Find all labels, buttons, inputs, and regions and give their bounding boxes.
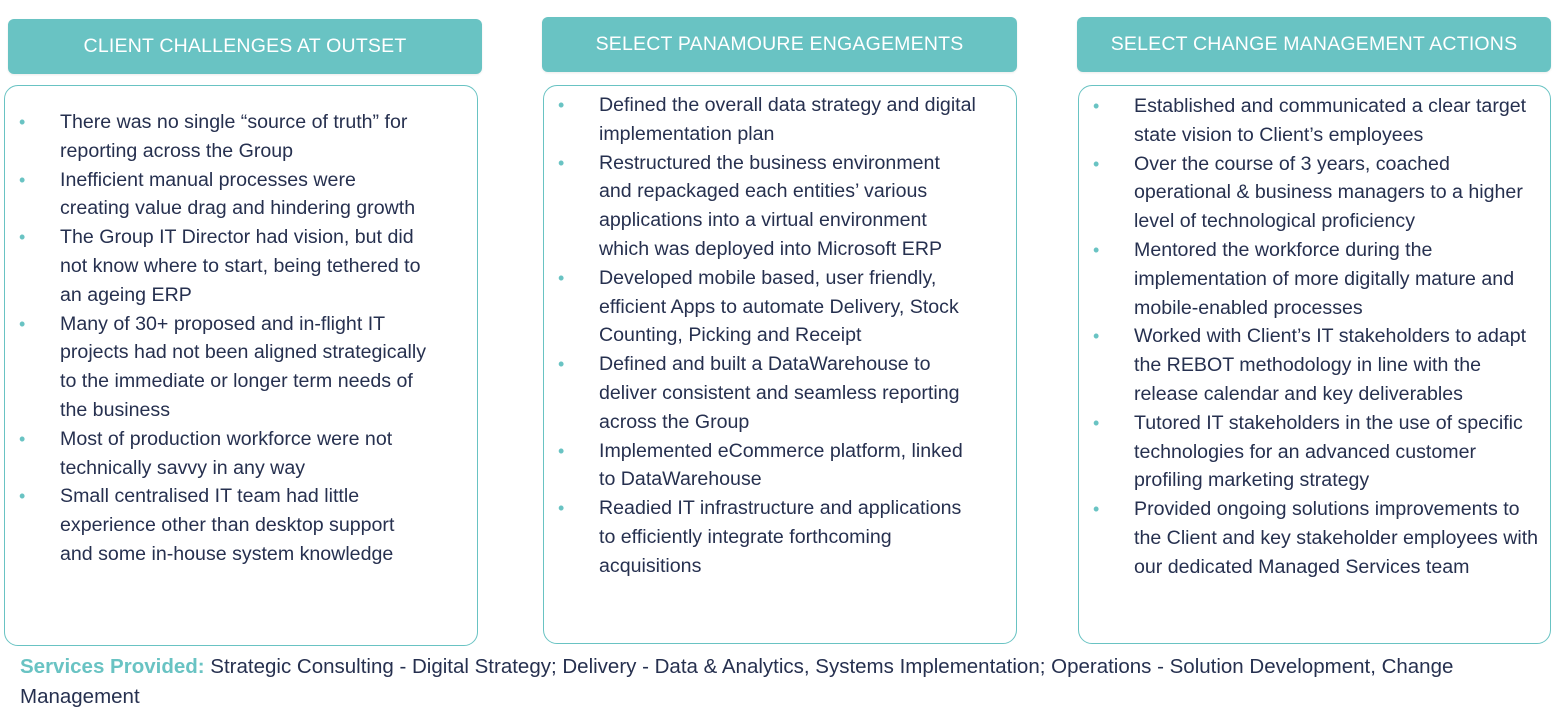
list-item: •Restructured the business environment a… [544,149,1016,264]
list-item: •Mentored the workforce during the imple… [1079,236,1550,322]
bullet-icon: • [19,428,26,449]
bullet-icon: • [1093,153,1100,174]
list-item: •Small centralised IT team had little ex… [5,482,477,568]
bullet-icon: • [19,227,26,248]
services-provided-text: Strategic Consulting - Digital Strategy;… [20,655,1454,708]
services-provided-label: Services Provided: [20,655,205,678]
bullet-icon: • [558,95,565,115]
column-header-client-challenges: CLIENT CHALLENGES AT OUTSET [8,19,482,74]
services-provided-footer: Services Provided: Strategic Consulting … [20,652,1540,712]
column-box-change-management: •Established and communicated a clear ta… [1078,85,1551,644]
list-item: •Provided ongoing solutions improvements… [1079,495,1550,581]
column-header-panamoure-engagements: SELECT PANAMOURE ENGAGEMENTS [542,17,1017,72]
column-header-change-management: SELECT CHANGE MANAGEMENT ACTIONS [1077,17,1551,72]
list-item: •Tutored IT stakeholders in the use of s… [1079,409,1550,495]
bullet-list: •There was no single “source of truth” f… [5,86,477,569]
list-item: •Implemented eCommerce platform, linked … [544,437,1016,495]
list-item: •Defined the overall data strategy and d… [544,91,1016,149]
bullet-icon: • [558,152,565,173]
bullet-icon: • [558,354,565,375]
list-item: •Established and communicated a clear ta… [1079,92,1550,150]
list-item: •Most of production workforce were not t… [5,425,477,483]
list-item: •Readied IT infrastructure and applicati… [544,494,1016,580]
bullet-icon: • [19,313,26,334]
list-item: •The Group IT Director had vision, but d… [5,223,477,309]
column-title: SELECT CHANGE MANAGEMENT ACTIONS [1110,33,1518,55]
bullet-icon: • [19,486,26,507]
bullet-icon: • [1093,326,1100,347]
bullet-icon: • [19,169,26,190]
list-item: •Developed mobile based, user friendly, … [544,264,1016,350]
column-title: CLIENT CHALLENGES AT OUTSET [83,35,407,57]
bullet-icon: • [19,112,26,132]
list-item: •Over the course of 3 years, coached ope… [1079,150,1550,236]
column-title: SELECT PANAMOURE ENGAGEMENTS [595,33,964,55]
list-item: •Worked with Client’s IT stakeholders to… [1079,322,1550,408]
list-item: •Inefficient manual processes were creat… [5,166,477,224]
bullet-icon: • [1093,239,1100,260]
list-item: •Defined and built a DataWarehouse to de… [544,350,1016,436]
bullet-icon: • [1093,96,1100,116]
bullet-icon: • [1093,412,1100,433]
bullet-list: •Established and communicated a clear ta… [1079,86,1550,582]
list-item: •There was no single “source of truth” f… [5,108,477,166]
bullet-icon: • [558,498,565,519]
column-box-client-challenges: •There was no single “source of truth” f… [4,85,478,646]
column-box-panamoure-engagements: •Defined the overall data strategy and d… [543,85,1017,644]
bullet-icon: • [558,440,565,461]
bullet-list: •Defined the overall data strategy and d… [544,86,1016,581]
list-item: •Many of 30+ proposed and in-flight IT p… [5,310,477,425]
bullet-icon: • [1093,499,1100,520]
bullet-icon: • [558,267,565,288]
